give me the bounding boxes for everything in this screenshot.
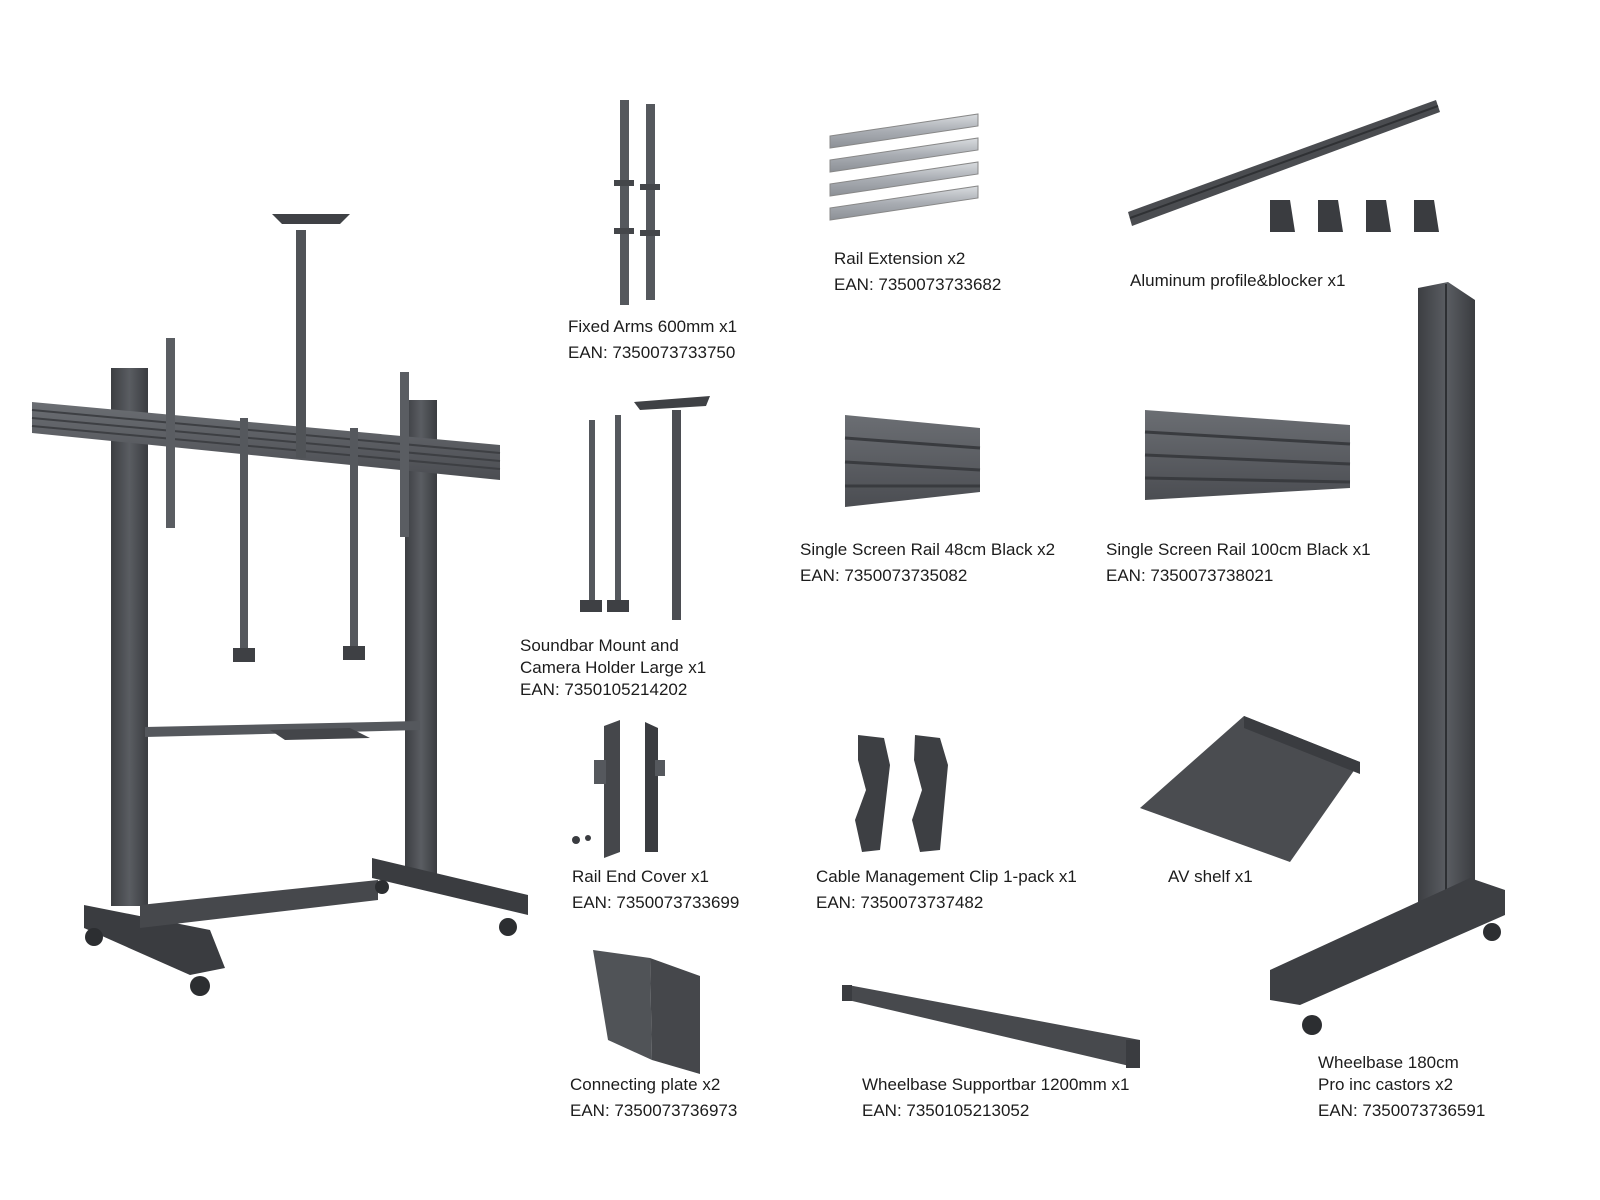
supportbar-icon (842, 985, 1140, 1068)
assembled-stand-icon (31, 214, 528, 996)
rail-end-cover-ean: EAN: 7350073733699 (572, 893, 740, 912)
rail-extension-name: Rail Extension x2 (834, 249, 966, 268)
soundbar-mount-label: Soundbar Mount and Camera Holder Large x… (520, 635, 706, 701)
av-shelf-label: AV shelf x1 (1168, 866, 1253, 888)
cable-clip-ean: EAN: 7350073737482 (816, 893, 984, 912)
soundbar-mount-icon (580, 396, 710, 620)
rail-end-cover-label: Rail End Cover x1 EAN: 7350073733699 (572, 866, 739, 914)
cable-clip-icon (855, 735, 948, 852)
connecting-plate-label: Connecting plate x2 EAN: 7350073736973 (570, 1074, 737, 1122)
aluminum-profile-icon (1128, 100, 1440, 232)
rail-end-cover-name: Rail End Cover x1 (572, 867, 710, 886)
wheelbase-ean: EAN: 7350073736591 (1318, 1101, 1486, 1120)
rail-extension-ean: EAN: 7350073733682 (834, 275, 1002, 294)
soundbar-mount-name-1: Soundbar Mount and (520, 636, 679, 655)
fixed-arms-label: Fixed Arms 600mm x1 EAN: 7350073733750 (568, 316, 737, 364)
rail-48-ean: EAN: 7350073735082 (800, 566, 968, 585)
fixed-arms-ean: EAN: 7350073733750 (568, 343, 736, 362)
fixed-arms-icon (614, 100, 660, 305)
screen-rail-48-icon (844, 415, 981, 507)
soundbar-mount-ean: EAN: 7350105214202 (520, 680, 688, 699)
wheelbase-label: Wheelbase 180cm Pro inc castors x2 EAN: … (1318, 1052, 1485, 1122)
rail-100-label: Single Screen Rail 100cm Black x1 EAN: 7… (1106, 539, 1371, 587)
wheelbase-name-2: Pro inc castors x2 (1318, 1075, 1454, 1094)
supportbar-name: Wheelbase Supportbar 1200mm x1 (862, 1075, 1130, 1094)
av-shelf-name: AV shelf x1 (1168, 867, 1253, 886)
rail-100-ean: EAN: 7350073738021 (1106, 566, 1274, 585)
wheelbase-icon (1270, 282, 1505, 1035)
soundbar-mount-name-2: Camera Holder Large x1 (520, 658, 707, 677)
wheelbase-name-1: Wheelbase 180cm (1318, 1053, 1459, 1072)
screen-rail-100-icon (1144, 410, 1351, 500)
cable-clip-label: Cable Management Clip 1-pack x1 EAN: 735… (816, 866, 1077, 914)
aluminum-profile-name: Aluminum profile&blocker x1 (1130, 271, 1346, 290)
rail-100-name: Single Screen Rail 100cm Black x1 (1106, 540, 1371, 559)
cable-clip-name: Cable Management Clip 1-pack x1 (816, 867, 1077, 886)
rail-end-cover-icon (572, 720, 665, 858)
supportbar-label: Wheelbase Supportbar 1200mm x1 EAN: 7350… (862, 1074, 1129, 1122)
rail-48-name: Single Screen Rail 48cm Black x2 (800, 540, 1056, 559)
aluminum-profile-label: Aluminum profile&blocker x1 (1130, 270, 1345, 292)
rail-extension-icon (829, 113, 979, 221)
connecting-plate-name: Connecting plate x2 (570, 1075, 721, 1094)
connecting-plate-icon (593, 950, 700, 1074)
fixed-arms-name: Fixed Arms 600mm x1 (568, 317, 738, 336)
rail-extension-label: Rail Extension x2 EAN: 7350073733682 (834, 248, 1001, 296)
supportbar-ean: EAN: 7350105213052 (862, 1101, 1030, 1120)
rail-48-label: Single Screen Rail 48cm Black x2 EAN: 73… (800, 539, 1055, 587)
connecting-plate-ean: EAN: 7350073736973 (570, 1101, 738, 1120)
av-shelf-icon (1140, 716, 1360, 862)
